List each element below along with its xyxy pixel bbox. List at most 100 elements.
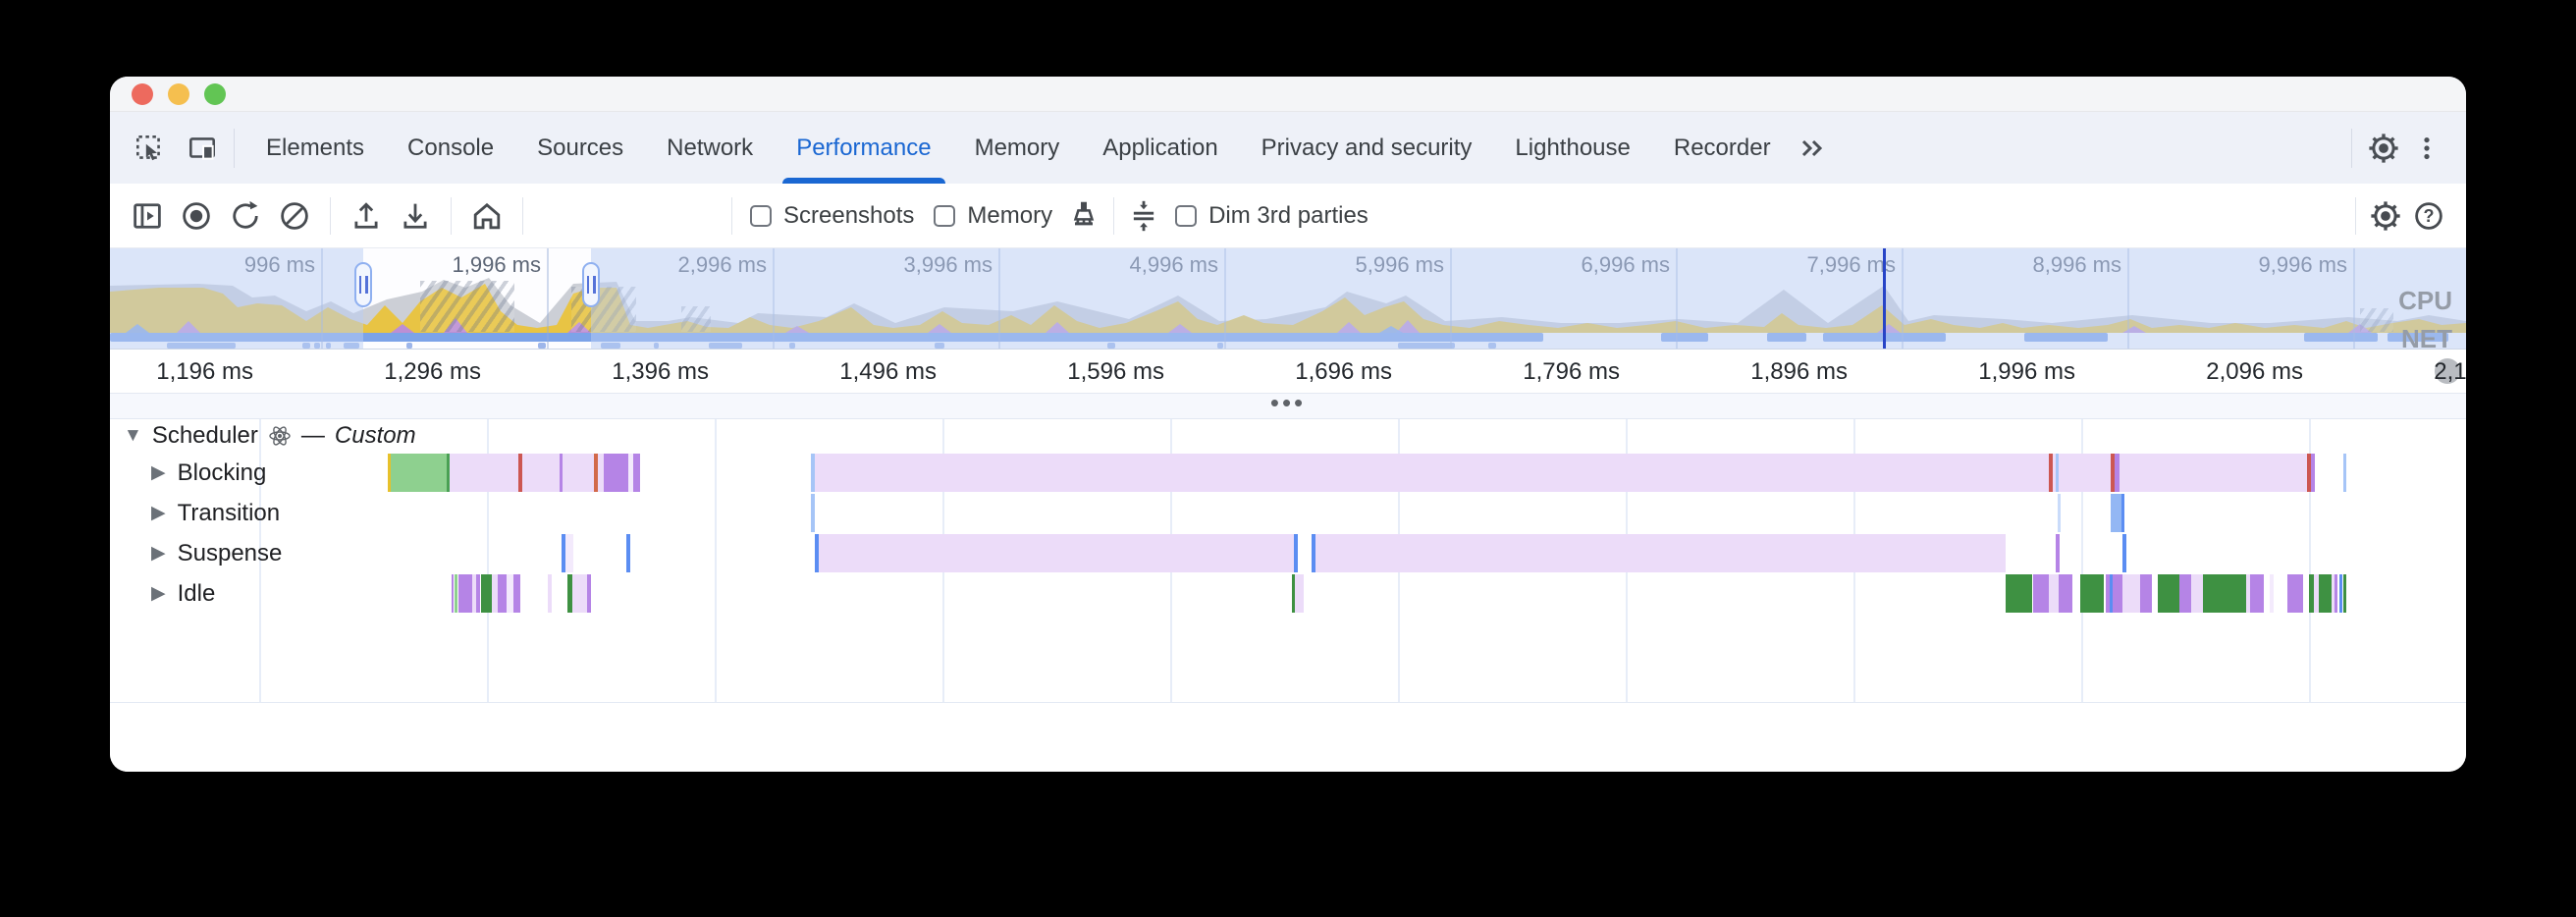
flame-bar[interactable] <box>498 574 507 613</box>
flame-bar[interactable] <box>572 574 587 613</box>
flame-bar[interactable] <box>452 574 454 613</box>
row-label-transition[interactable]: ▶Transition <box>151 493 280 533</box>
flame-bar[interactable] <box>626 534 630 572</box>
tab-elements[interactable]: Elements <box>244 112 386 184</box>
flame-bar[interactable] <box>1294 534 1298 572</box>
upload-profile-icon[interactable] <box>345 194 388 238</box>
network-request-bar[interactable] <box>538 343 546 349</box>
tab-sources[interactable]: Sources <box>515 112 645 184</box>
flame-bar[interactable] <box>2311 454 2315 492</box>
more-tabs-icon[interactable] <box>1793 127 1836 170</box>
kebab-menu-icon[interactable] <box>2405 127 2448 170</box>
flame-bar[interactable] <box>2056 534 2060 572</box>
home-icon[interactable] <box>465 194 509 238</box>
dim-3rd-parties-checkbox[interactable] <box>1175 205 1197 227</box>
expand-triangle-icon[interactable]: ▶ <box>151 542 166 565</box>
tab-performance[interactable]: Performance <box>775 112 952 184</box>
flame-bar[interactable] <box>2270 574 2274 613</box>
flame-bar[interactable] <box>2319 574 2332 613</box>
help-icon[interactable]: ? <box>2407 194 2450 238</box>
flame-bar[interactable] <box>391 454 447 492</box>
tab-memory[interactable]: Memory <box>953 112 1082 184</box>
flame-bar[interactable] <box>458 574 472 613</box>
flame-bar[interactable] <box>2339 574 2342 613</box>
toggle-sidebar-icon[interactable] <box>126 194 169 238</box>
flame-bar[interactable] <box>563 454 594 492</box>
flame-bar[interactable] <box>2120 454 2307 492</box>
flame-bar[interactable] <box>2203 574 2246 613</box>
flame-bar[interactable] <box>2058 494 2061 532</box>
flame-bar[interactable] <box>815 454 2049 492</box>
close-window-button[interactable] <box>132 83 153 105</box>
flame-bar[interactable] <box>2049 574 2059 613</box>
clear-icon[interactable] <box>273 194 316 238</box>
inspect-element-icon[interactable] <box>128 127 171 170</box>
flame-bar[interactable] <box>2343 574 2346 613</box>
flame-bar[interactable] <box>2179 574 2191 613</box>
tab-privacy-and-security[interactable]: Privacy and security <box>1240 112 1494 184</box>
flame-bar[interactable] <box>476 574 480 613</box>
tab-lighthouse[interactable]: Lighthouse <box>1493 112 1651 184</box>
flame-bar[interactable] <box>2250 574 2264 613</box>
garbage-collect-icon[interactable] <box>1062 194 1105 238</box>
minimize-window-button[interactable] <box>168 83 189 105</box>
download-profile-icon[interactable] <box>394 194 437 238</box>
record-icon[interactable] <box>175 194 218 238</box>
flame-bar[interactable] <box>507 574 513 613</box>
flame-bar[interactable] <box>2191 574 2203 613</box>
flame-bar[interactable] <box>2059 574 2072 613</box>
device-toolbar-icon[interactable] <box>181 127 224 170</box>
playhead-marker[interactable] <box>1883 248 1886 350</box>
selection-handle-right[interactable] <box>582 262 600 307</box>
flame-bar[interactable] <box>548 574 552 613</box>
expand-triangle-icon[interactable]: ▶ <box>151 582 166 605</box>
flame-bar[interactable] <box>522 454 560 492</box>
row-label-blocking[interactable]: ▶Blocking <box>151 453 266 493</box>
collapse-sections-icon[interactable] <box>1122 194 1165 238</box>
flame-bar[interactable] <box>811 494 815 532</box>
flame-bar[interactable] <box>513 574 520 613</box>
tab-application[interactable]: Application <box>1081 112 1239 184</box>
expand-triangle-icon[interactable]: ▶ <box>151 461 166 484</box>
flame-bar[interactable] <box>565 534 573 572</box>
flame-bar[interactable] <box>2140 574 2152 613</box>
row-label-idle[interactable]: ▶Idle <box>151 573 215 614</box>
panel-resize-handle[interactable]: ••• <box>110 394 2466 419</box>
track-header-scheduler[interactable]: ▼ Scheduler — Custom <box>110 419 2466 453</box>
flame-bar[interactable] <box>587 574 591 613</box>
timeline-overview[interactable]: 996 ms1,996 ms2,996 ms3,996 ms4,996 ms5,… <box>110 248 2466 350</box>
flame-bar[interactable] <box>455 574 457 613</box>
flame-bar[interactable] <box>2122 534 2126 572</box>
flame-bar[interactable] <box>2033 574 2049 613</box>
maximize-window-button[interactable] <box>204 83 226 105</box>
reload-record-icon[interactable] <box>224 194 267 238</box>
flame-bar[interactable] <box>2080 574 2104 613</box>
row-label-suspense[interactable]: ▶Suspense <box>151 533 282 573</box>
collapse-triangle-icon[interactable]: ▼ <box>124 425 142 447</box>
flame-bar[interactable] <box>450 454 518 492</box>
flame-bar[interactable] <box>1295 574 1304 613</box>
flame-bar[interactable] <box>819 534 1294 572</box>
flame-bar[interactable] <box>2158 574 2179 613</box>
tab-console[interactable]: Console <box>386 112 515 184</box>
flame-bar[interactable] <box>2343 454 2346 492</box>
selection-handle-left[interactable] <box>354 262 372 307</box>
memory-checkbox[interactable] <box>934 205 955 227</box>
flame-bar[interactable] <box>2121 494 2124 532</box>
flame-bar[interactable] <box>2334 574 2337 613</box>
flame-bar[interactable] <box>2059 454 2111 492</box>
flame-bar[interactable] <box>2111 494 2121 532</box>
expand-triangle-icon[interactable]: ▶ <box>151 502 166 524</box>
flame-bar[interactable] <box>2113 574 2122 613</box>
capture-settings-gear-icon[interactable] <box>2364 194 2407 238</box>
tab-recorder[interactable]: Recorder <box>1652 112 1793 184</box>
flame-bar[interactable] <box>633 454 640 492</box>
settings-gear-icon[interactable] <box>2362 127 2405 170</box>
screenshots-checkbox[interactable] <box>750 205 772 227</box>
flame-bar[interactable] <box>2122 574 2140 613</box>
network-request-bar[interactable] <box>406 343 412 349</box>
flame-bar[interactable] <box>1315 534 2006 572</box>
flame-bar[interactable] <box>604 454 628 492</box>
tab-network[interactable]: Network <box>645 112 775 184</box>
flame-bar[interactable] <box>2287 574 2303 613</box>
